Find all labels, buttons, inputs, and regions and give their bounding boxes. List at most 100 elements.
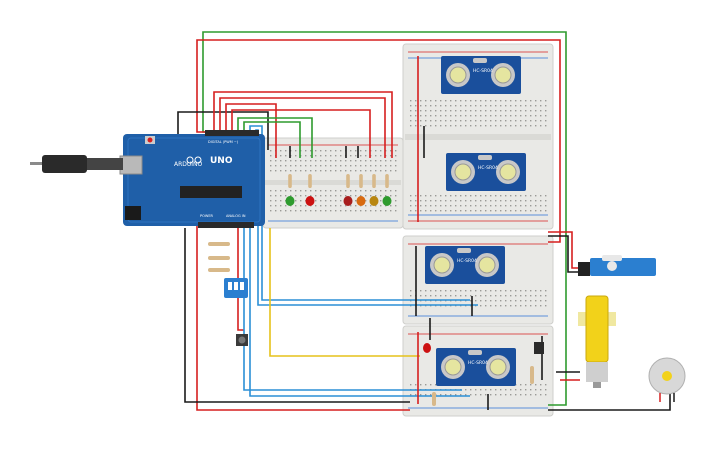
breadboard-hole bbox=[505, 290, 507, 292]
breadboard-hole bbox=[285, 165, 287, 167]
breadboard-hole bbox=[480, 115, 482, 117]
breadboard-hole bbox=[450, 290, 452, 292]
breadboard-hole bbox=[525, 305, 527, 307]
breadboard-hole bbox=[395, 210, 397, 212]
breadboard-hole bbox=[320, 150, 322, 152]
breadboard-hole bbox=[305, 165, 307, 167]
breadboard-hole bbox=[355, 165, 357, 167]
breadboard-hole bbox=[450, 295, 452, 297]
sensor-label-3: HC-SR04 bbox=[457, 258, 477, 264]
breadboard-hole bbox=[485, 105, 487, 107]
breadboard-hole bbox=[505, 389, 507, 391]
ultrasonic-sensor-3[interactable]: HC-SR04 bbox=[425, 246, 505, 284]
breadboard-hole bbox=[310, 160, 312, 162]
breadboard-hole bbox=[455, 125, 457, 127]
breadboard-hole bbox=[410, 195, 412, 197]
breadboard-hole bbox=[500, 389, 502, 391]
breadboard-hole bbox=[385, 170, 387, 172]
breadboard-hole bbox=[535, 200, 537, 202]
pushbutton-icon[interactable] bbox=[236, 334, 248, 346]
led-amber-1[interactable] bbox=[369, 196, 379, 206]
resistor bbox=[372, 174, 376, 188]
breadboard-hole bbox=[495, 305, 497, 307]
breadboard-hole bbox=[370, 190, 372, 192]
dc-motor-icon[interactable] bbox=[648, 357, 686, 402]
breadboard-hole bbox=[470, 394, 472, 396]
breadboard-hole bbox=[415, 384, 417, 386]
led-orange-1[interactable] bbox=[356, 196, 366, 206]
breadboard-hole bbox=[485, 394, 487, 396]
breadboard-hole bbox=[365, 195, 367, 197]
breadboard-hole bbox=[470, 105, 472, 107]
breadboard-hole bbox=[430, 210, 432, 212]
breadboard-hole bbox=[540, 115, 542, 117]
breadboard-hole bbox=[300, 205, 302, 207]
led-red-1[interactable] bbox=[305, 196, 315, 206]
breadboard-hole bbox=[415, 120, 417, 122]
breadboard-hole bbox=[450, 110, 452, 112]
breadboard-hole bbox=[440, 295, 442, 297]
ultrasonic-sensor-4[interactable]: HC-SR04 bbox=[436, 348, 516, 386]
ultrasonic-sensor-1[interactable]: HC-SR04 bbox=[441, 56, 521, 94]
breadboard-hole bbox=[425, 105, 427, 107]
breadboard-hole bbox=[450, 205, 452, 207]
dip-switch-icon[interactable] bbox=[224, 278, 248, 298]
breadboard-hole bbox=[500, 305, 502, 307]
breadboard-hole bbox=[385, 190, 387, 192]
breadboard-hole bbox=[385, 210, 387, 212]
arduino-uno-board[interactable]: ARDUINO UNO DIGITAL (PWM ~) POWER ANALOG… bbox=[119, 130, 265, 228]
breadboard-hole bbox=[545, 210, 547, 212]
servo-motor-icon[interactable] bbox=[578, 255, 656, 276]
breadboard-hole bbox=[440, 210, 442, 212]
buzzer-icon[interactable] bbox=[534, 342, 544, 354]
led-row bbox=[285, 196, 431, 353]
led-red-2[interactable] bbox=[343, 196, 353, 206]
breadboard-hole bbox=[525, 115, 527, 117]
breadboard-hole bbox=[505, 120, 507, 122]
breadboard-hole bbox=[295, 165, 297, 167]
breadboard-hole bbox=[340, 165, 342, 167]
breadboard-hole bbox=[355, 150, 357, 152]
breadboard-hole bbox=[340, 150, 342, 152]
breadboard-hole bbox=[425, 100, 427, 102]
breadboard-hole bbox=[470, 290, 472, 292]
breadboard-hole bbox=[480, 389, 482, 391]
breadboard-hole bbox=[350, 170, 352, 172]
dc-gear-motor-icon[interactable] bbox=[578, 295, 616, 388]
breadboard-hole bbox=[445, 125, 447, 127]
led-green-2[interactable] bbox=[382, 196, 392, 206]
breadboard-hole bbox=[305, 205, 307, 207]
breadboard-hole bbox=[425, 110, 427, 112]
breadboard-hole bbox=[330, 205, 332, 207]
breadboard-hole bbox=[415, 110, 417, 112]
breadboard-hole bbox=[440, 110, 442, 112]
breadboard-hole bbox=[510, 205, 512, 207]
breadboard-hole bbox=[355, 200, 357, 202]
breadboard-hole bbox=[530, 115, 532, 117]
breadboard-hole bbox=[465, 115, 467, 117]
breadboard-hole bbox=[485, 305, 487, 307]
breadboard-hole bbox=[410, 205, 412, 207]
breadboard-hole bbox=[420, 195, 422, 197]
breadboard-hole bbox=[280, 165, 282, 167]
breadboard-hole bbox=[430, 100, 432, 102]
breadboard-hole bbox=[490, 200, 492, 202]
breadboard-hole bbox=[485, 125, 487, 127]
breadboard-hole bbox=[480, 394, 482, 396]
breadboard-hole bbox=[510, 290, 512, 292]
breadboard-hole bbox=[515, 120, 517, 122]
breadboard-hole bbox=[355, 195, 357, 197]
ultrasonic-sensor-2[interactable]: HC-SR04 bbox=[446, 153, 526, 191]
breadboard-hole bbox=[370, 170, 372, 172]
breadboard-hole bbox=[435, 100, 437, 102]
led-green-1[interactable] bbox=[285, 196, 295, 206]
sensor-label-1: HC-SR04 bbox=[473, 68, 493, 74]
breadboard-hole bbox=[385, 195, 387, 197]
breadboard-hole bbox=[455, 120, 457, 122]
breadboard-hole bbox=[445, 210, 447, 212]
breadboard-hole bbox=[535, 105, 537, 107]
led-red-bottom[interactable] bbox=[423, 343, 431, 353]
breadboard-hole bbox=[305, 170, 307, 172]
breadboard-hole bbox=[430, 110, 432, 112]
breadboard-hole bbox=[390, 195, 392, 197]
